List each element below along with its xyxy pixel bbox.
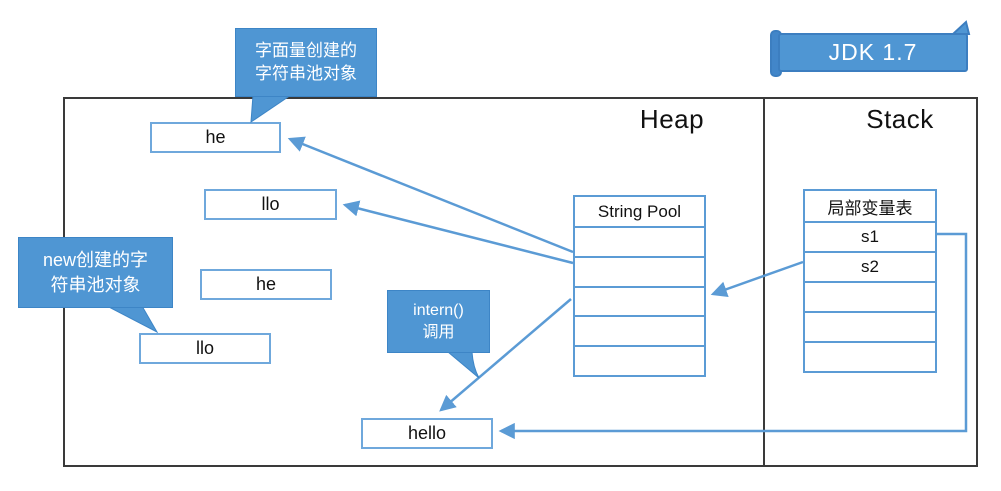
intern-callout: intern() 调用 [387,290,490,353]
local-variable-s1: s1 [805,221,935,251]
arrow-pool-to-he [287,136,574,254]
string-box-he-literal: he [150,122,281,153]
new-callout-line1: new创建的字 [42,250,149,271]
literal-callout: 字面量创建的 字符串池对象 [235,28,377,97]
literal-callout-line1: 字面量创建的 [255,40,357,60]
string-pool-slot [575,255,704,286]
local-variable-slot [805,281,935,311]
arrow-s2-to-pool [710,260,804,298]
intern-callout-tail [446,351,480,379]
string-pool-slot [575,315,704,345]
arrow-pool-to-llo [342,200,574,265]
banner-body: JDK 1.7 [778,33,968,72]
string-box-llo-new: llo [139,333,271,364]
banner-label: JDK 1.7 [828,39,918,65]
local-variable-slot [805,311,935,341]
local-variable-slot [805,341,935,371]
literal-callout-tail [250,94,293,123]
string-box-llo-literal: llo [204,189,337,220]
local-variable-table-header: 局部变量表 [827,198,913,218]
arrow-pool-to-hello [439,298,572,412]
local-variable-table: 局部变量表 s1 s2 [803,189,937,373]
string-pool-slot [575,226,704,256]
string-box-he-new: he [200,269,332,300]
literal-callout-line2: 字符串池对象 [255,63,357,83]
intern-callout-line1: intern() [413,301,464,319]
stack-region-label: Stack [866,104,934,134]
string-pool-header: String Pool [597,201,682,221]
local-variable-s2: s2 [805,251,935,281]
string-box-hello: hello [361,418,493,449]
string-pool-table: String Pool [573,195,706,377]
string-pool-slot [575,285,704,316]
new-callout: new创建的字 符串池对象 [18,237,173,308]
intern-callout-line2: 调用 [422,323,455,341]
new-callout-line2: 符串池对象 [50,274,141,295]
arrow-s1-to-hello [498,232,968,440]
new-callout-tail [106,305,159,334]
jdk-version-banner: JDK 1.7 [770,20,976,78]
string-pool-slot [575,345,704,375]
heap-region-label: Heap [639,104,705,134]
heap-stack-divider [763,97,765,467]
